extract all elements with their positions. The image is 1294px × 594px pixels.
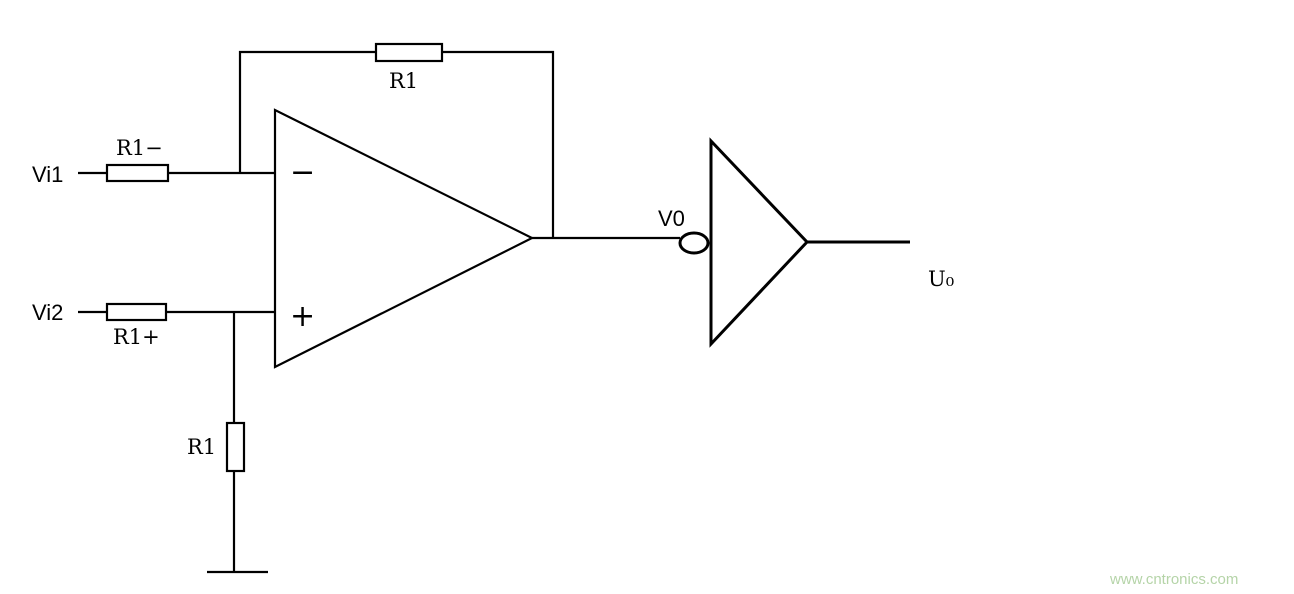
buffer-triangle [709,137,810,348]
resistor-feedback [374,42,444,63]
label-resistor-input-plus: R1+ [113,325,160,349]
label-input-vi2: Vi2 [32,300,63,325]
opamp-triangle [273,108,535,369]
resistor-input-plus [105,302,168,322]
label-output-v0: V0 [658,206,685,231]
label-input-vi1: Vi1 [32,162,63,187]
label-opamp-noninverting: + [290,299,315,334]
label-resistor-feedback: R1 [389,69,418,93]
label-opamp-inverting: − [290,155,315,190]
resistor-ground [225,421,246,473]
inverter-bubble [678,231,710,255]
label-final-output: U₀ [928,267,954,291]
label-resistor-ground: R1 [187,435,216,459]
watermark-text: www.cntronics.com [1109,571,1238,588]
label-resistor-input-minus: R1− [116,136,163,160]
resistor-input-minus [105,163,170,183]
